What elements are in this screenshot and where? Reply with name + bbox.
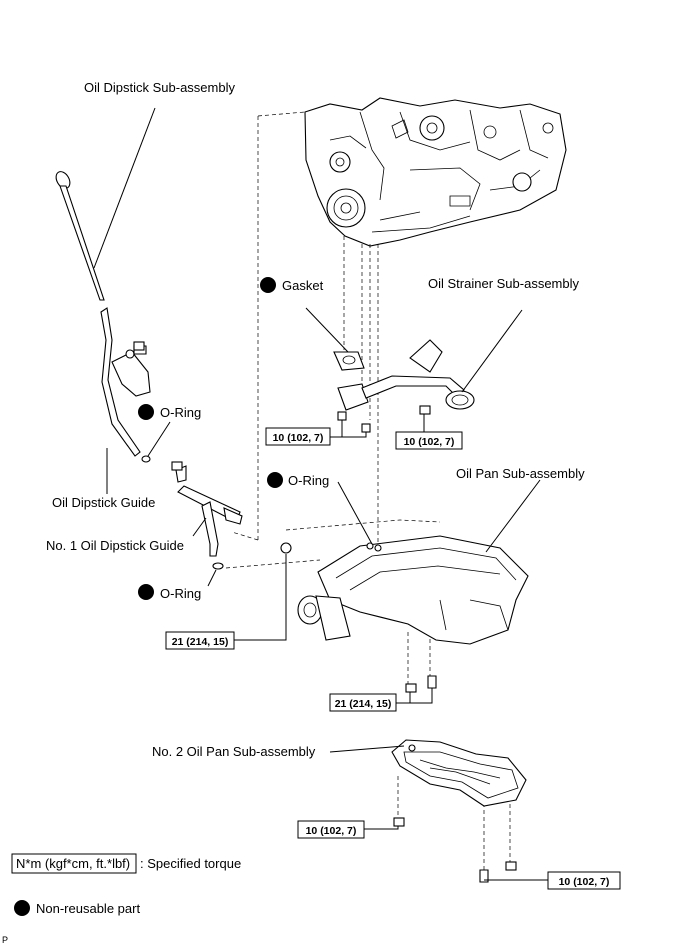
torque-pan-left: 21 (214, 15) (172, 636, 229, 648)
legend-non-reusable-text: Non-reusable part (36, 901, 140, 916)
label-o-ring-lower: O-Ring (160, 586, 201, 601)
label-o-ring-middle: O-Ring (288, 473, 329, 488)
label-oil-dipstick-sub-assembly: Oil Dipstick Sub-assembly (84, 80, 235, 95)
legend-bullet-icon (14, 900, 30, 916)
no1-oil-dipstick-guide (175, 465, 243, 570)
label-gasket: Gasket (282, 278, 324, 293)
locator-lines (225, 111, 511, 872)
no2-oil-pan (391, 739, 527, 807)
legend: N*m (kgf*cm, ft.*lbf) : Specified torque… (11, 853, 241, 916)
oil-dipstick-guide (100, 307, 151, 463)
label-oil-dipstick-guide: Oil Dipstick Guide (52, 495, 155, 510)
label-no1-oil-dipstick-guide: No. 1 Oil Dipstick Guide (46, 538, 184, 553)
label-o-ring-upper: O-Ring (160, 405, 201, 420)
label-oil-pan-sub-assembly: Oil Pan Sub-assembly (456, 466, 585, 481)
bolts (133, 341, 517, 883)
torque-strainer-left: 10 (102, 7) (273, 432, 324, 444)
gasket-bullet-icon (260, 277, 276, 293)
o-ring-upper-bullet-icon (138, 404, 154, 420)
torque-no2-pan-right: 10 (102, 7) (559, 876, 610, 888)
corner-mark: P (2, 935, 8, 945)
o-ring-lower-bullet-icon (138, 584, 154, 600)
label-oil-strainer-sub-assembly: Oil Strainer Sub-assembly (428, 276, 579, 291)
legend-torque-text: : Specified torque (140, 856, 241, 871)
gasket (333, 351, 365, 371)
oil-pan (280, 535, 529, 645)
torque-pan-bottom: 21 (214, 15) (335, 698, 392, 710)
legend-torque-unit: N*m (kgf*cm, ft.*lbf) (16, 856, 130, 871)
torque-boxes: 10 (102, 7) 10 (102, 7) 21 (214, 15) 21 … (165, 427, 621, 890)
torque-no2-pan-left: 10 (102, 7) (306, 825, 357, 837)
leader-lines (93, 107, 548, 881)
engine-block (304, 97, 567, 247)
oil-strainer (337, 339, 475, 433)
label-no2-oil-pan-sub-assembly: No. 2 Oil Pan Sub-assembly (152, 744, 316, 759)
non-reusable-markers (14, 277, 283, 916)
oil-dipstick (55, 171, 105, 301)
part-labels: Oil Dipstick Sub-assembly Gasket Oil Str… (46, 80, 585, 759)
o-ring-middle-bullet-icon (267, 472, 283, 488)
torque-strainer-right: 10 (102, 7) (404, 436, 455, 448)
